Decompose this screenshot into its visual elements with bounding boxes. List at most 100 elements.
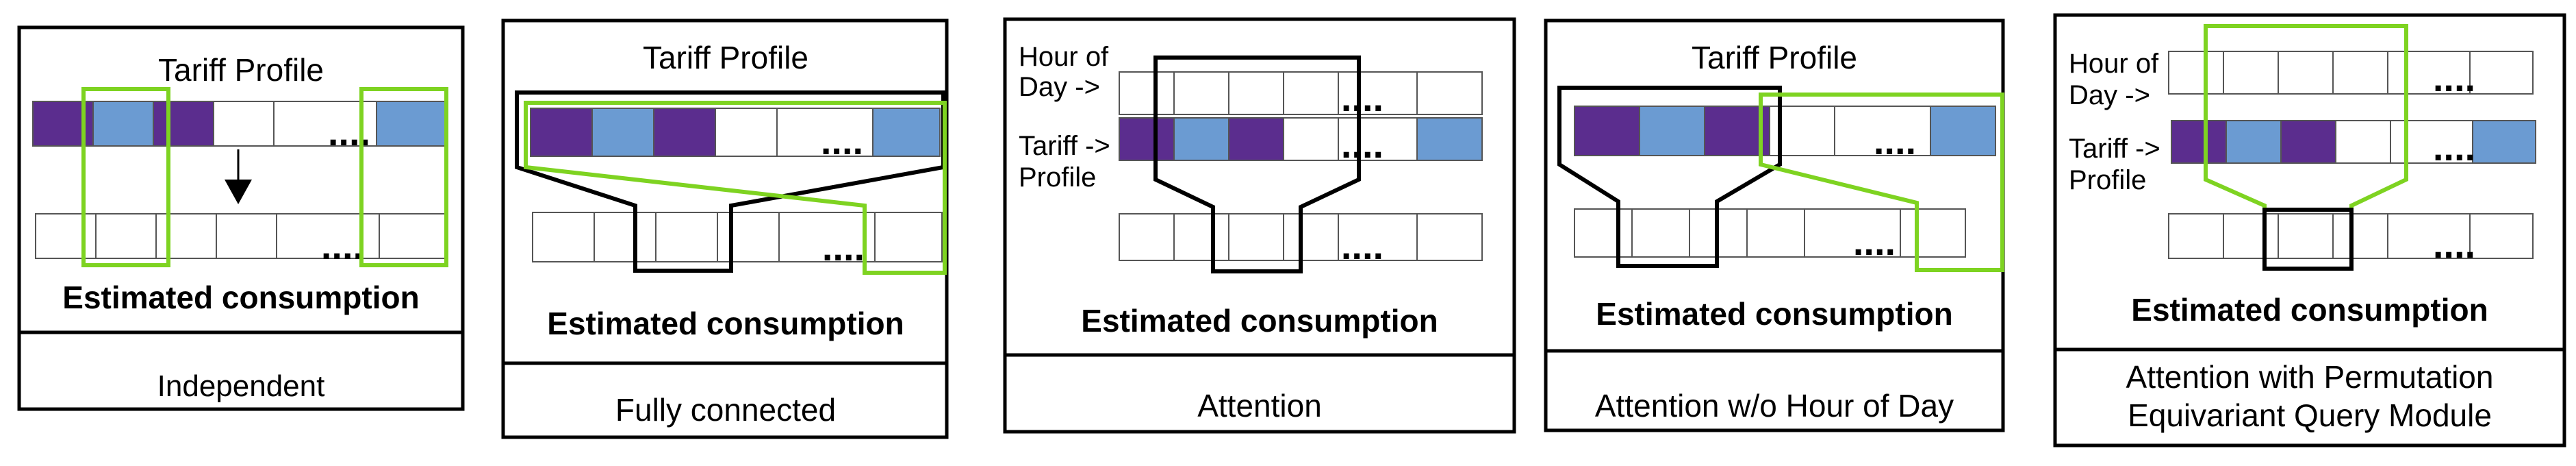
- sequence-cell: [1119, 71, 1175, 115]
- panel-attention-no-hour-caption-box: [1544, 349, 2005, 432]
- tariff-profile-label: Profile: [2069, 165, 2146, 195]
- panel-fully-connected-caption-box: [501, 361, 949, 439]
- ellipsis-dots: ....: [1874, 119, 1916, 162]
- attention-window-green: [1759, 93, 2004, 272]
- panel-permutation-caption-box: [2053, 347, 2566, 447]
- sequence-cell: [2223, 213, 2279, 259]
- sequence-cell: [379, 213, 448, 259]
- sequence-cell: [376, 101, 446, 147]
- ellipsis-dots: ....: [2433, 125, 2475, 169]
- sequence-cell: [776, 108, 873, 157]
- attention-window-first: [81, 87, 170, 267]
- sequence-cell: [2171, 120, 2227, 164]
- sequence-cell: [715, 108, 778, 157]
- ellipsis-dots: ....: [321, 224, 364, 267]
- estimate-row: [532, 212, 943, 262]
- sequence-cell: [2278, 51, 2334, 95]
- tariff-row: [32, 101, 446, 147]
- sequence-cell: [530, 108, 593, 157]
- sequence-cell: [2332, 51, 2388, 95]
- hour-of-day-label: Hour of: [2069, 49, 2159, 79]
- sequence-cell: [2469, 51, 2534, 95]
- tariff-row: [2171, 120, 2536, 164]
- tariff-profile-label: Profile: [1019, 162, 1096, 193]
- sequence-cell: [2278, 213, 2334, 259]
- sequence-cell: [1416, 117, 1483, 161]
- sequence-cell: [1416, 213, 1483, 261]
- ellipsis-dots: ....: [1341, 123, 1383, 166]
- tariff-row: [1574, 106, 1996, 156]
- sequence-cell: [2387, 51, 2471, 95]
- ellipsis-dots: ....: [1341, 224, 1383, 267]
- sequence-cell: [95, 213, 157, 259]
- sequence-cell: [1173, 117, 1229, 161]
- panel-caption: Attention with Permutation: [2126, 359, 2494, 395]
- panel-independent-caption-box: [17, 330, 465, 411]
- ellipsis-dots: ....: [821, 119, 863, 162]
- sequence-cell: [655, 212, 718, 262]
- sequence-cell: [1283, 213, 1339, 261]
- attention-funnel: [1557, 86, 1782, 268]
- hour-of-day-label: Day ->: [2069, 80, 2150, 110]
- sequence-cell: [1228, 71, 1284, 115]
- sequence-cell: [2223, 51, 2279, 95]
- sequence-cell: [1834, 106, 1931, 156]
- panel-caption: Attention: [1197, 388, 1322, 424]
- sequence-cell: [213, 101, 275, 147]
- panel-attention-caption-box: [1003, 353, 1516, 434]
- tariff-profile-label: Tariff ->: [1019, 131, 1110, 161]
- sequence-cell: [717, 212, 780, 262]
- arrow-down-icon: [225, 180, 252, 204]
- hour-of-day-row: [2168, 51, 2534, 95]
- estimated-consumption-label: Estimated consumption: [62, 280, 419, 315]
- estimate-row: [2168, 213, 2534, 259]
- sequence-cell: [778, 212, 876, 262]
- panel-caption: Fully connected: [615, 392, 836, 428]
- sequence-cell: [594, 212, 656, 262]
- hour-of-day-row: [1119, 71, 1483, 115]
- sequence-cell: [1173, 71, 1229, 115]
- sequence-cell: [92, 101, 154, 147]
- sequence-cell: [2472, 120, 2536, 164]
- sequence-cell: [1173, 213, 1229, 261]
- sequence-cell: [2168, 213, 2224, 259]
- sequence-cell: [1283, 71, 1339, 115]
- sequence-cell: [1574, 106, 1640, 156]
- tariff-profile-label: Tariff ->: [2069, 134, 2160, 164]
- sequence-cell: [532, 212, 595, 262]
- estimated-consumption-label: Estimated consumption: [547, 306, 904, 341]
- panel-caption: Attention w/o Hour of Day: [1595, 388, 1954, 424]
- sequence-cell: [874, 212, 943, 262]
- sequence-cell: [2332, 213, 2388, 259]
- ellipsis-dots: ....: [1341, 76, 1383, 119]
- sequence-cell: [1746, 208, 1805, 258]
- attention-funnel: [1153, 56, 1361, 273]
- sequence-cell: [1338, 117, 1418, 161]
- estimated-consumption-label: Estimated consumption: [1081, 303, 1438, 339]
- attention-window-last: [359, 87, 448, 267]
- sequence-cell: [2469, 213, 2534, 259]
- sequence-cell: [35, 213, 97, 259]
- ellipsis-dots: ....: [328, 110, 370, 154]
- query-output-box: [2262, 208, 2354, 271]
- hour-of-day-label: Hour of: [1019, 42, 1109, 72]
- sequence-cell: [2335, 120, 2391, 164]
- panel-caption: Equivariant Query Module: [2128, 397, 2492, 433]
- sequence-cell: [1119, 117, 1175, 161]
- sequence-cell: [1804, 208, 1901, 258]
- sequence-cell: [1639, 106, 1705, 156]
- ellipsis-dots: ....: [2433, 223, 2475, 266]
- sequence-cell: [153, 101, 214, 147]
- sequence-cell: [1930, 106, 1996, 156]
- hour-of-day-label: Day ->: [1019, 72, 1100, 102]
- ellipsis-dots: ....: [822, 225, 865, 269]
- tariff-row: [1119, 117, 1483, 161]
- tariff-profile-label: Tariff Profile: [158, 52, 324, 88]
- sequence-cell: [2387, 213, 2471, 259]
- panel-caption: Independent: [157, 369, 325, 403]
- sequence-cell: [2280, 120, 2336, 164]
- sequence-cell: [1574, 208, 1633, 258]
- sequence-cell: [216, 213, 277, 259]
- tariff-profile-label: Tariff Profile: [643, 40, 808, 75]
